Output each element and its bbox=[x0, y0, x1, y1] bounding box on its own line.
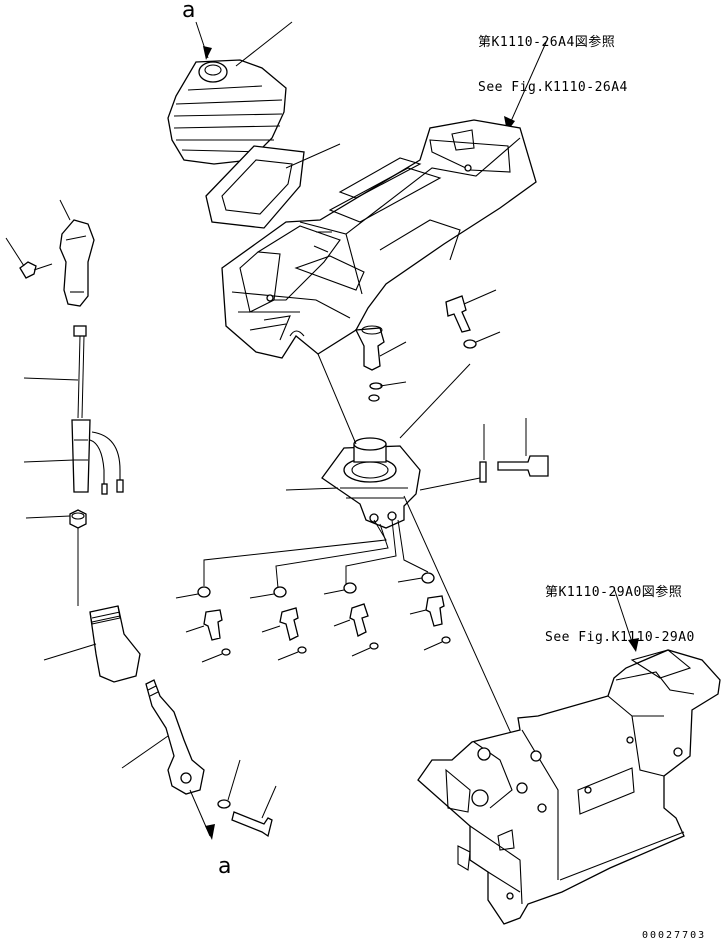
reference-label-bracket-jp: 第K1110-29A0図参照 bbox=[545, 585, 683, 600]
valve-port-orings bbox=[175, 572, 435, 599]
lever-boot bbox=[167, 21, 293, 165]
console-cover bbox=[221, 119, 537, 359]
lever-bolt-bottom bbox=[217, 759, 277, 838]
lever-grip bbox=[59, 199, 95, 307]
connection-mark-top: a bbox=[182, 0, 196, 23]
leader-bracket-reference bbox=[613, 587, 639, 652]
boot-frame bbox=[205, 143, 341, 229]
lever-harness bbox=[23, 325, 124, 495]
lever-nut bbox=[25, 509, 87, 606]
pilot-valve bbox=[285, 437, 421, 529]
grip-screw bbox=[5, 237, 53, 279]
leader-console-reference bbox=[504, 37, 549, 132]
valve-fitting bbox=[354, 325, 407, 402]
leader-valve-bracket bbox=[403, 495, 515, 741]
connection-mark-bottom: a bbox=[218, 854, 232, 879]
valve-port-lines bbox=[203, 519, 429, 589]
bolt-upper-right bbox=[399, 289, 501, 439]
fitting-orings bbox=[201, 636, 451, 663]
lever-rod bbox=[121, 679, 205, 795]
arrow-a-top bbox=[195, 21, 212, 60]
mounting-bracket bbox=[417, 649, 721, 925]
bolt-right bbox=[419, 418, 549, 491]
arrow-a-bottom bbox=[189, 789, 215, 840]
reference-label-bracket: 第K1110-29A0図参照 See Fig.K1110-29A0 bbox=[545, 555, 695, 660]
valve-port-fittings bbox=[185, 595, 445, 641]
reference-label-bracket-en: See Fig.K1110-29A0 bbox=[545, 630, 695, 645]
reference-label-console-en: See Fig.K1110-26A4 bbox=[478, 80, 628, 95]
document-number: 00027703 bbox=[642, 930, 707, 941]
leader-console-valve bbox=[317, 353, 357, 445]
lever-adapter bbox=[43, 605, 141, 683]
